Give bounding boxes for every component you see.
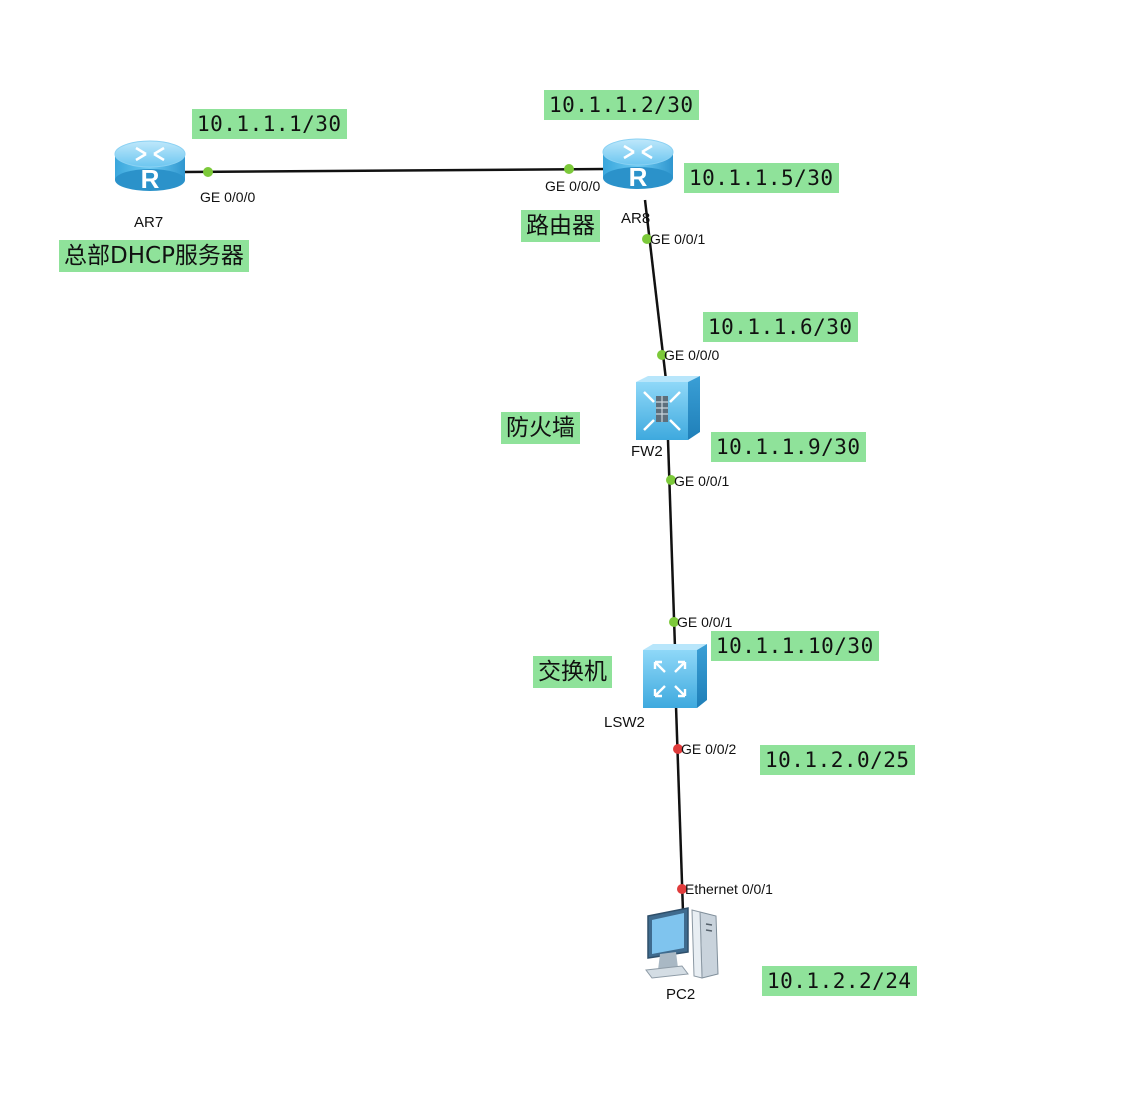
note-ar8-ip-left[interactable]: 10.1.1.2/30 <box>544 90 699 120</box>
port-label-ar7-ge000: GE 0/0/0 <box>200 189 256 205</box>
device-label-lsw2: LSW2 <box>604 714 645 731</box>
svg-text:R: R <box>629 162 648 192</box>
note-fw2-ip-top[interactable]: 10.1.1.6/30 <box>703 312 858 342</box>
note-firewall[interactable]: 防火墙 <box>501 412 580 444</box>
svg-text:R: R <box>141 164 160 194</box>
port-dot-fw2-ge001[interactable] <box>666 475 676 485</box>
router-icon-ar7[interactable]: R <box>114 140 186 194</box>
switch-icon-lsw2[interactable] <box>643 644 707 708</box>
port-label-ar8-ge001: GE 0/0/1 <box>650 231 706 247</box>
link-fw2-lsw2[interactable] <box>666 439 677 649</box>
note-pc2-ip[interactable]: 10.1.2.2/24 <box>762 966 917 996</box>
links <box>183 167 685 913</box>
port-label-ar8-ge000: GE 0/0/0 <box>545 178 601 194</box>
link-ar7-ar8[interactable] <box>183 167 607 174</box>
note-fw2-ip-bottom[interactable]: 10.1.1.9/30 <box>711 432 866 462</box>
port-dots <box>203 164 687 894</box>
firewall-icon-fw2[interactable] <box>636 376 700 440</box>
note-lsw2-ip[interactable]: 10.1.1.10/30 <box>711 631 879 661</box>
note-switch[interactable]: 交换机 <box>533 656 612 688</box>
link-lsw2-pc2[interactable] <box>674 705 685 913</box>
note-hq-dhcp[interactable]: 总部DHCP服务器 <box>59 240 249 272</box>
port-label-lsw2-ge001: GE 0/0/1 <box>677 614 733 630</box>
port-dot-ar8-ge001[interactable] <box>642 234 652 244</box>
port-dot-lsw2-ge002[interactable] <box>673 744 683 754</box>
port-label-fw2-ge000: GE 0/0/0 <box>664 347 720 363</box>
device-label-fw2: FW2 <box>631 443 663 460</box>
port-dot-fw2-ge000[interactable] <box>657 350 667 360</box>
port-label-pc2-eth001: Ethernet 0/0/1 <box>685 881 773 897</box>
port-dot-ar7-ge000[interactable] <box>203 167 213 177</box>
device-label-ar7: AR7 <box>134 214 164 231</box>
device-label-ar8: AR8 <box>621 210 651 227</box>
note-ar8-ip-right[interactable]: 10.1.1.5/30 <box>684 163 839 193</box>
note-ar7-ip[interactable]: 10.1.1.1/30 <box>192 109 347 139</box>
link-ar8-fw2[interactable] <box>643 199 668 381</box>
note-vlan-subnet[interactable]: 10.1.2.0/25 <box>760 745 915 775</box>
note-router[interactable]: 路由器 <box>521 210 600 242</box>
router-icon-ar8[interactable]: R <box>602 138 674 192</box>
port-label-fw2-ge001: GE 0/0/1 <box>674 473 730 489</box>
port-label-lsw2-ge002: GE 0/0/2 <box>681 741 737 757</box>
port-dot-pc2-eth001[interactable] <box>677 884 687 894</box>
pc-icon-pc2[interactable] <box>645 907 719 979</box>
port-dot-lsw2-ge001[interactable] <box>669 617 679 627</box>
device-label-pc2: PC2 <box>666 986 696 1003</box>
port-dot-ar8-ge000[interactable] <box>564 164 574 174</box>
